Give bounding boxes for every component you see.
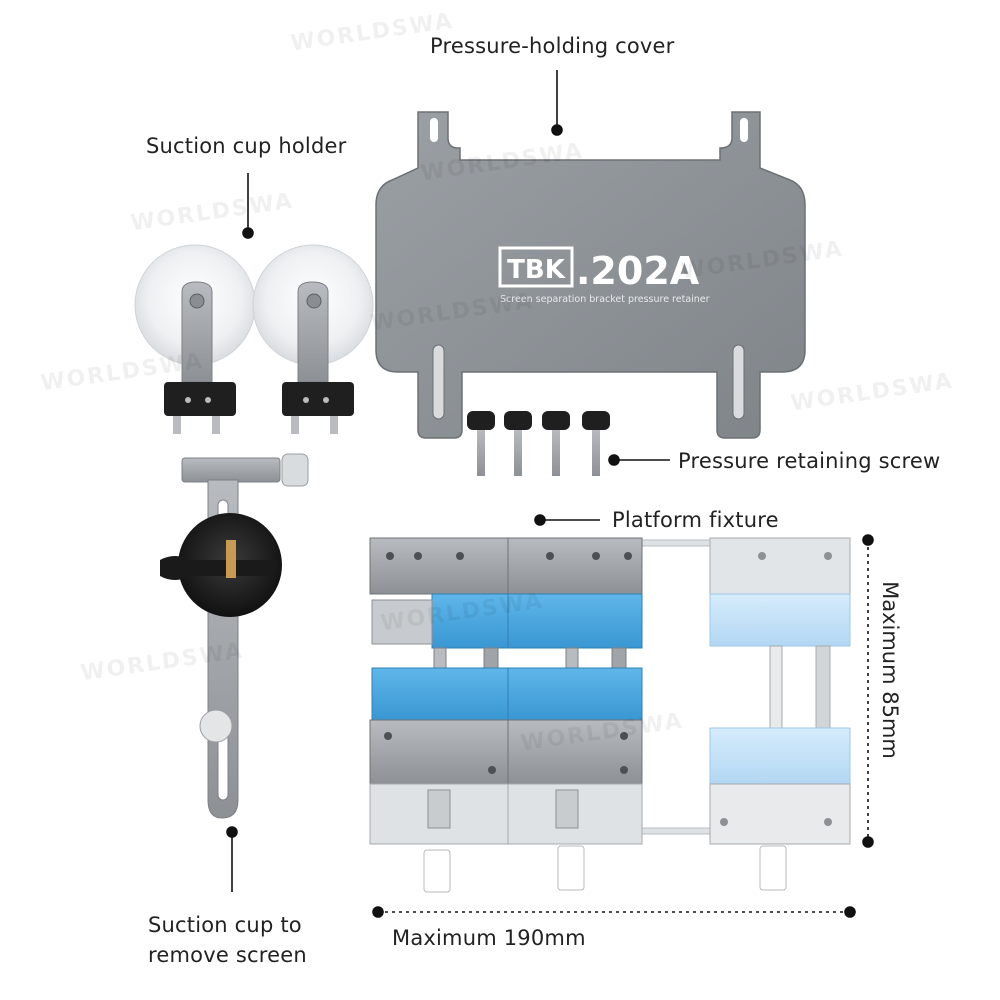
- model-number: .202A: [576, 249, 700, 293]
- label-platform-fixture: Platform fixture: [612, 508, 779, 532]
- label-pressure-holding-cover: Pressure-holding cover: [430, 34, 675, 58]
- pressure-retaining-screws: [467, 411, 610, 476]
- label-maximum-height: Maximum 85mm: [878, 581, 902, 759]
- label-pressure-retaining-screw: Pressure retaining screw: [678, 449, 941, 473]
- pressure-holding-cover: TBK .202A Screen separation bracket pres…: [375, 111, 806, 439]
- suction-cup-holder-right: [252, 244, 374, 434]
- label-suction-cup-holder: Suction cup holder: [146, 134, 347, 158]
- label-maximum-width: Maximum 190mm: [392, 926, 586, 950]
- retaining-screw: [467, 411, 495, 476]
- platform-fixture: [369, 537, 851, 893]
- suction-cup-removal-tool: [160, 453, 309, 819]
- tbk-logo: TBK: [507, 255, 566, 285]
- suction-cup-holder-left: [134, 244, 256, 434]
- callout-lines: [226, 70, 874, 918]
- retaining-screw: [504, 411, 532, 476]
- retaining-screw: [542, 411, 570, 476]
- label-suction-cup-remove-screen: Suction cup to remove screen: [148, 913, 307, 967]
- plate-subtitle: Screen separation bracket pressure retai…: [500, 294, 710, 305]
- tbk-logo-box: [498, 246, 574, 288]
- retaining-screw: [582, 411, 610, 476]
